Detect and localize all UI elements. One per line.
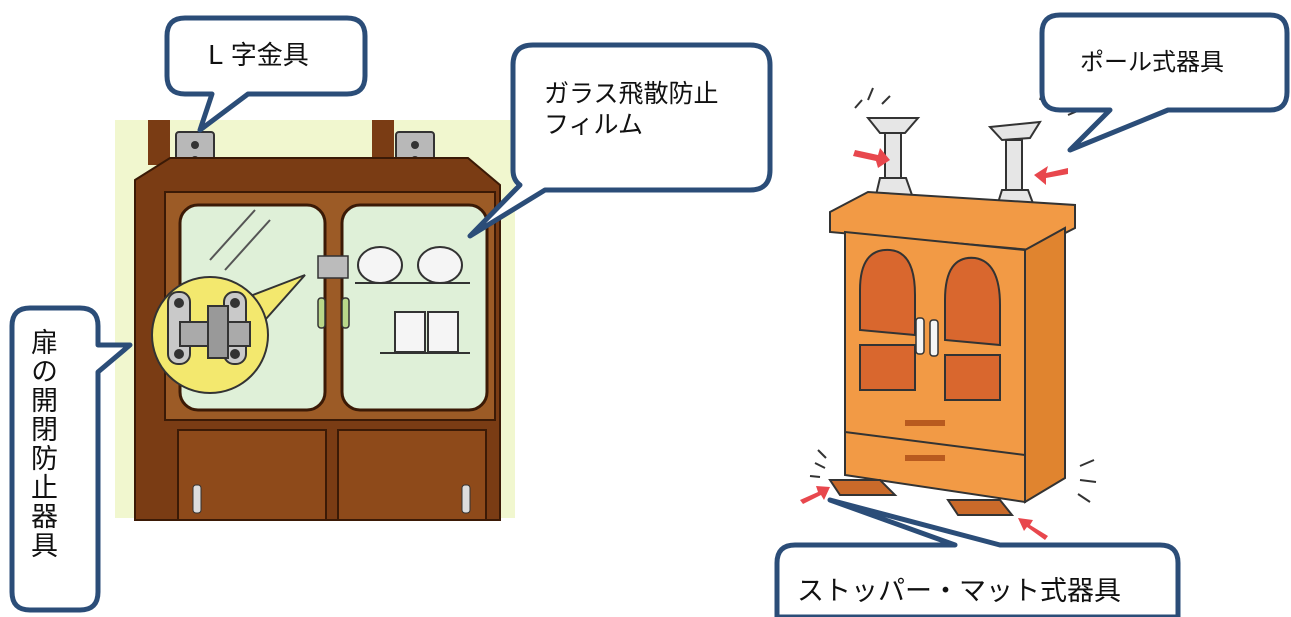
callout-stopper-mat (774, 497, 1181, 617)
stopper-mat-icon (828, 479, 898, 496)
ceiling-post (372, 120, 394, 165)
door-lock-zoom-icon (167, 291, 251, 365)
door-latch-icon (317, 255, 349, 279)
callout-pole-device (1039, 12, 1290, 153)
dishes-icon (355, 246, 470, 354)
arrow-icon (800, 148, 1068, 540)
stopper-mat-icon (946, 499, 1015, 516)
callout-door-lock (9, 305, 133, 613)
left-cabinet-illustration (115, 120, 515, 521)
label-l-bracket: L 字金具 (208, 41, 309, 71)
label-glass-film: ガラス飛散防止 フィルム (544, 79, 719, 140)
label-door-lock: 扉の開閉防止器具 (26, 328, 57, 560)
glass-door (340, 203, 489, 412)
callout-l-bracket (164, 15, 368, 133)
label-pole-device: ポール式器具 (1080, 48, 1224, 76)
right-cabinet-illustration (800, 87, 1097, 540)
callout-glass-film (467, 42, 773, 239)
label-stopper-mat: ストッパー・マット式器具 (797, 576, 1121, 607)
ceiling-post (148, 120, 170, 165)
